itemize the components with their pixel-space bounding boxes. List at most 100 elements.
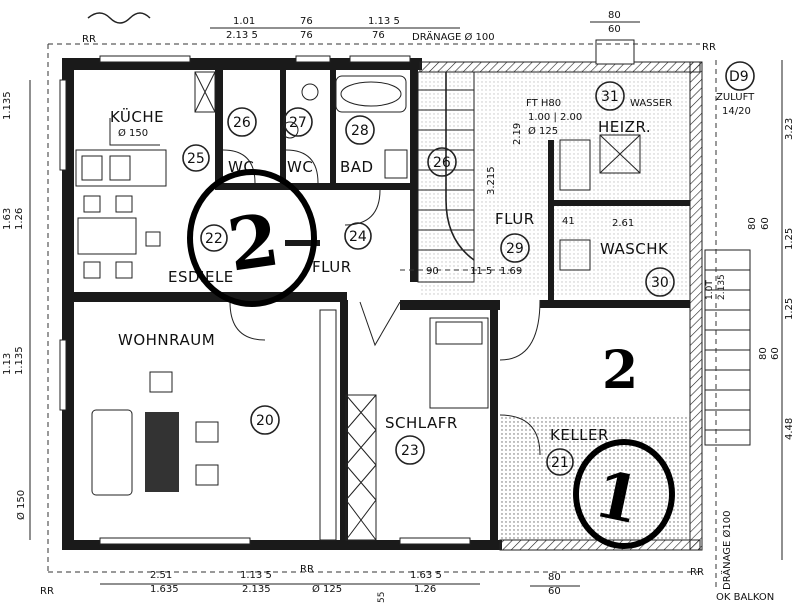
staircase [417,71,475,283]
heating-equipment [559,134,641,271]
dining-table [77,195,161,279]
svg-text:23: 23 [401,443,419,459]
handwritten-circle-1 [187,169,317,307]
room-label-schlafr: SCHLAFR [385,414,458,432]
wardrobe [319,309,377,541]
room-num-25: 25 [182,144,210,172]
room-num-23: 23 [395,435,425,465]
room-num-26b: 26 [427,147,457,177]
room-num-29: 29 [500,233,530,263]
svg-text:26: 26 [433,155,451,171]
dim-right-448: 4.48 [784,418,795,440]
kueche-pipe: Ø 150 [118,127,148,139]
dim-right-10t: 1.0T [705,280,715,300]
dim-left-113: 1.13 [2,353,13,375]
bed [429,317,489,409]
dim-90: 90 [426,266,439,277]
bathroom-fixtures [281,75,408,179]
dim-right-60a: 60 [760,217,771,230]
dim-bot-2135: 2.135 [242,584,271,595]
ok-balkon: OK BALKON [716,592,774,603]
doors [222,149,541,456]
pipe-bottom: Ø 125 [312,583,342,595]
dim-115: 11 5 [470,266,492,277]
room-number-circles: 26 25 27 28 26 22 24 29 31 30 20 23 21 D… [182,61,755,476]
dim-top-4b: 60 [608,24,621,35]
dim-left-163: 1.63 [2,208,13,230]
dim-top-4: 80 [608,10,621,21]
dim-bot-1635: 1.635 [150,584,179,595]
rr-top-right: RR [702,42,716,53]
ft-pipe: Ø 125 [528,125,558,137]
rr-bottom-mid: RR [300,564,314,575]
room-label-wohnraum: WOHNRAUM [118,331,215,349]
ft-dim: 1.00 | 2.00 [528,112,582,123]
keller-shading [500,415,690,540]
pipe-bottom-left: Ø 150 [15,490,27,520]
svg-text:28: 28 [351,123,369,139]
d9-marker: D9 [725,61,755,91]
dim-bot-80: 80 [548,572,561,583]
dim-top-1: 1.01 [233,16,255,27]
dim-top-1b: 2.13 5 [226,30,258,41]
basement-shading [420,70,690,295]
dim-right-60b: 60 [770,347,781,360]
room-num-20: 20 [250,405,280,435]
room-label-bad: BAD [340,158,374,176]
exterior-stair [704,249,751,446]
kitchen-fixtures [75,71,216,187]
rr-bottom-right: RR [690,567,704,578]
svg-text:22: 22 [205,231,223,247]
zuluft-dim: 14/20 [722,106,751,117]
dim-left-126: 1.26 [14,208,25,230]
room-label-keller: KELLER [550,426,609,444]
svg-text:21: 21 [551,455,569,471]
dim-bot-251: 2.51 [150,570,172,581]
room-label-heizr: HEIZR. [598,118,651,136]
dim-261: 2.61 [612,218,634,229]
svg-text:27: 27 [289,115,307,131]
dim-top-3: 1.13 5 [368,16,400,27]
room-num-21: 21 [546,448,574,476]
room-num-22: 22 [200,224,228,252]
dim-top-2b: 76 [300,30,313,41]
room-label-wc2: WC [287,158,313,176]
handwritten-scribble [87,12,151,24]
drainage-right-label: DRÄNAGE Ø100 [720,511,733,590]
dim-bot-1135: 1.13 5 [240,570,272,581]
svg-text:24: 24 [349,229,367,245]
room-label-flur1: FLUR [312,258,352,276]
dim-right-125b: 1.25 [784,298,795,320]
dim-left-1135: 1.135 [2,91,13,120]
label-wasser: WASSER [630,98,672,109]
room-num-28: 28 [345,115,375,145]
handwritten-number-2a: 2 [223,196,284,287]
dim-right-323: 3.23 [784,118,795,140]
svg-text:D9: D9 [729,69,749,85]
dim-left-1135b: 1.135 [14,346,25,375]
dimensions: 1.01 2.13 5 76 76 1.13 5 76 80 60 2.19 3… [2,10,795,603]
dim-41: 41 [562,216,575,227]
svg-text:31: 31 [601,89,619,105]
zuluft-label: ZULUFT [716,92,755,103]
room-num-24: 24 [344,222,372,250]
dim-right-2135: 2.135 [717,274,727,300]
handwritten-number-2b: 2 [602,340,638,401]
room-label-waschk: WASCHK [600,240,669,258]
dim-right-125a: 1.25 [784,228,795,250]
rr-bottom-left: RR [40,586,54,597]
dim-right-80a: 80 [747,217,758,230]
dim-top-2: 76 [300,16,313,27]
room-num-27: 27 [283,107,313,137]
svg-text:30: 30 [651,275,669,291]
svg-text:20: 20 [256,413,274,429]
living-furniture [91,371,219,496]
drainage-top-label: DRÄNAGE Ø 100 [412,30,495,43]
windows [59,39,635,545]
dim-bot-60: 60 [548,586,561,597]
dim-bot-55: 55 [377,592,387,603]
handwritten-circle-2 [573,439,675,549]
svg-text:26: 26 [233,115,251,131]
rr-top-left: RR [82,34,96,45]
